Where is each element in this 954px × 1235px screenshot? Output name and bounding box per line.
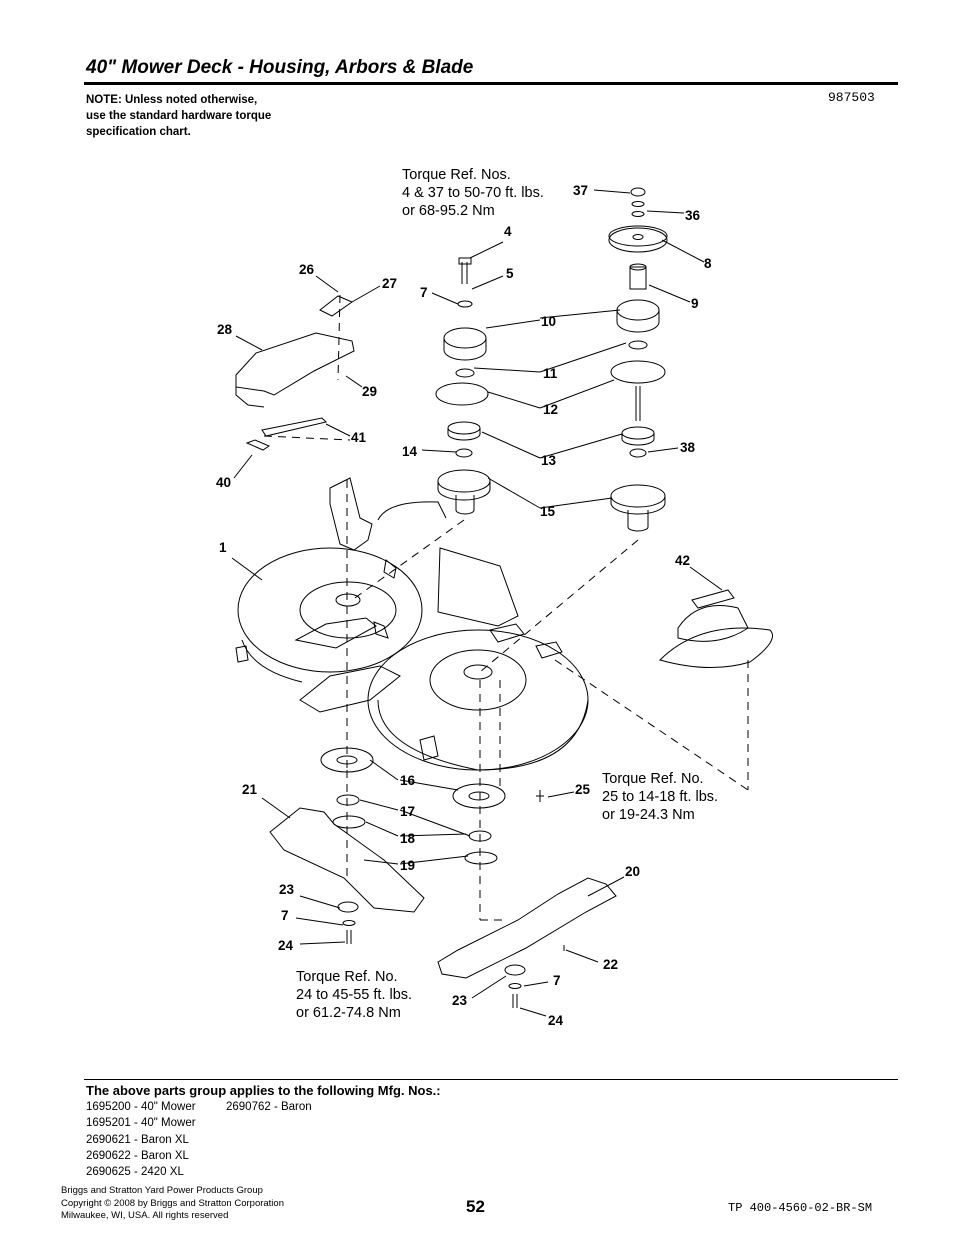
mfg-item: 2690625 - 2420 XL — [86, 1166, 184, 1179]
torque-note-blade: Torque Ref. No. 24 to 45-55 ft. lbs. or … — [296, 968, 412, 1022]
header-rule — [84, 82, 898, 85]
mfg-list-col-2: 2690762 - Baron — [226, 1099, 312, 1115]
discharge-chute — [659, 589, 773, 668]
belt-shield-parts — [235, 295, 355, 451]
torque-blade-line-3: or 61.2-74.8 Nm — [296, 1005, 401, 1021]
callout-9: 9 — [691, 296, 699, 311]
mfg-item: 1695200 - 40" Mower — [86, 1101, 196, 1113]
note-line-2: use the standard hardware torque — [86, 110, 272, 122]
applies-heading: The above parts group applies to the fol… — [86, 1083, 441, 1098]
callout-5: 5 — [506, 266, 514, 281]
callout-29: 29 — [362, 384, 377, 399]
leader-lines — [231, 189, 723, 1017]
torque-pulley-line-3: or 68-95.2 Nm — [402, 203, 495, 219]
alignment-lines — [263, 294, 749, 921]
callout-28: 28 — [217, 322, 233, 337]
torque-bolt-line-2: 25 to 14-18 ft. lbs. — [602, 789, 719, 805]
callout-labels: 1 4 5 7 8 9 10 11 12 13 14 15 16 17 18 1… — [216, 183, 712, 1028]
left-arbor-stack — [435, 257, 491, 515]
callout-38: 38 — [680, 440, 696, 455]
document-number: TP 400-4560-02-BR-SM — [728, 1201, 873, 1215]
callout-13: 13 — [541, 453, 557, 468]
callout-24-right: 24 — [548, 1013, 564, 1028]
drawing-number: 987503 — [828, 90, 875, 105]
callout-23-left: 23 — [279, 882, 295, 897]
callout-22: 22 — [603, 957, 618, 972]
torque-bolt-line-1: Torque Ref. No. — [602, 771, 704, 787]
deck-housing — [235, 477, 589, 771]
right-arbor-stack — [608, 187, 668, 532]
callout-7-right: 7 — [553, 973, 561, 988]
torque-pulley-line-1: Torque Ref. Nos. — [402, 167, 511, 183]
callout-25: 25 — [575, 782, 591, 797]
callout-42: 42 — [675, 553, 690, 568]
callout-37: 37 — [573, 183, 588, 198]
page-number: 52 — [466, 1197, 485, 1216]
callout-16: 16 — [400, 773, 416, 788]
callout-36: 36 — [685, 208, 701, 223]
callout-7-top: 7 — [420, 285, 428, 300]
callout-19: 19 — [400, 858, 415, 873]
footer-rule — [84, 1079, 898, 1080]
note-line-3: specification chart. — [86, 126, 191, 138]
blades — [269, 807, 617, 979]
torque-bolt-line-3: or 19-24.3 Nm — [602, 807, 695, 823]
footer-line-2: Copyright © 2008 by Briggs and Stratton … — [61, 1197, 284, 1209]
torque-note-pulley: Torque Ref. Nos. 4 & 37 to 50-70 ft. lbs… — [402, 166, 544, 220]
callout-17: 17 — [400, 804, 415, 819]
callout-12: 12 — [543, 402, 558, 417]
callout-26: 26 — [299, 262, 315, 277]
callout-8: 8 — [704, 256, 712, 271]
mfg-item: 2690621 - Baron XL — [86, 1133, 189, 1146]
callout-14: 14 — [402, 444, 418, 459]
torque-note-bolt: Torque Ref. No. 25 to 14-18 ft. lbs. or … — [602, 770, 718, 824]
callout-18: 18 — [400, 831, 416, 846]
callout-1: 1 — [219, 540, 227, 555]
callout-24-left: 24 — [278, 938, 294, 953]
callout-41: 41 — [351, 430, 367, 445]
callout-21: 21 — [242, 782, 258, 797]
torque-blade-line-1: Torque Ref. No. — [296, 969, 398, 985]
callout-11: 11 — [543, 366, 558, 381]
torque-blade-line-2: 24 to 45-55 ft. lbs. — [296, 987, 413, 1003]
footer-line-1: Briggs and Stratton Yard Power Products … — [61, 1185, 263, 1196]
callout-23-right: 23 — [452, 993, 468, 1008]
page-title: 40" Mower Deck - Housing, Arbors & Blade — [86, 57, 474, 78]
callout-40: 40 — [216, 475, 231, 490]
mfg-item: 2690762 - Baron — [226, 1101, 312, 1113]
callout-10: 10 — [541, 314, 556, 329]
torque-pulley-line-2: 4 & 37 to 50-70 ft. lbs. — [402, 185, 544, 201]
mfg-list-col-1: 1695200 - 40" Mower 1695201 - 40" Mower … — [86, 1099, 196, 1180]
footer-copyright: Briggs and Stratton Yard Power Products … — [61, 1185, 284, 1223]
callout-7-left: 7 — [281, 908, 289, 923]
mfg-item: 1695201 - 40" Mower — [86, 1117, 196, 1130]
torque-note: NOTE: Unless noted otherwise, use the st… — [86, 92, 326, 140]
mfg-item: 2690622 - Baron XL — [86, 1149, 189, 1162]
callout-4: 4 — [504, 224, 512, 239]
callout-20: 20 — [625, 864, 640, 879]
callout-27: 27 — [382, 276, 397, 291]
footer-line-3: Milwaukee, WI, USA. All rights reserved — [61, 1210, 229, 1222]
note-line-1: NOTE: Unless noted otherwise, — [86, 94, 258, 106]
callout-15: 15 — [540, 504, 556, 519]
